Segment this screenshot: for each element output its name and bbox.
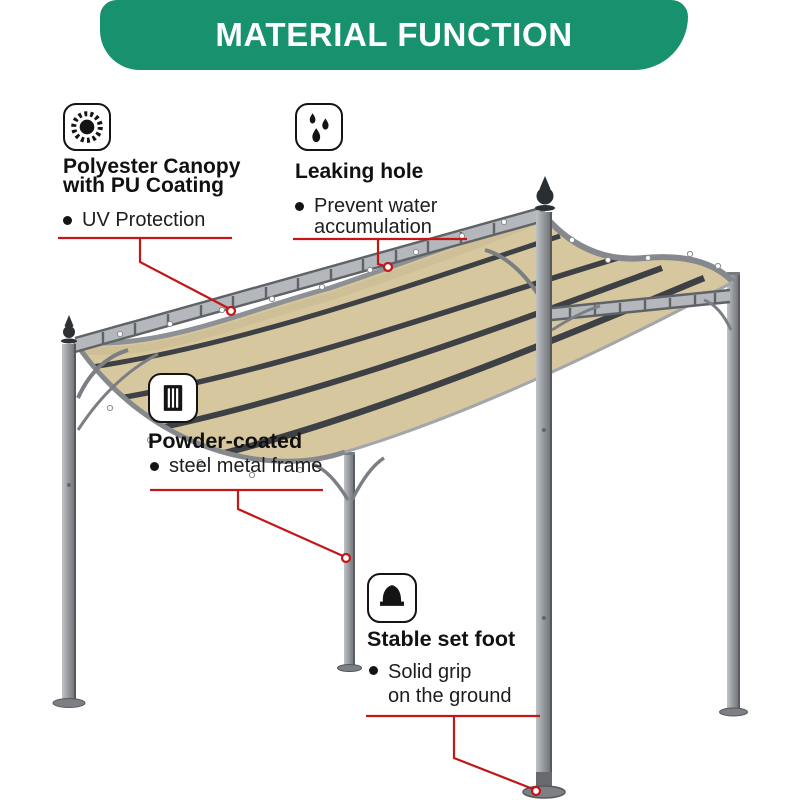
banner-title: MATERIAL FUNCTION xyxy=(215,16,573,53)
canopy-gooseneck-rail xyxy=(537,208,736,285)
annotation-uv-protection xyxy=(58,236,237,317)
coated-panel-icon xyxy=(163,385,183,411)
feature-foot-bullet: Solid grip on the ground xyxy=(369,660,511,708)
feature-canopy-title: Polyester Canopy with PU Coating xyxy=(63,155,241,197)
corner-braces xyxy=(76,248,733,501)
feature-leaking-icon-box xyxy=(295,103,343,151)
bullet-dot xyxy=(150,462,159,471)
feature-foot-icon-box xyxy=(367,573,417,623)
feature-frame-title: Powder-coated xyxy=(148,429,303,453)
finial-front-left xyxy=(61,315,77,344)
feature-foot-title: Stable set foot xyxy=(367,627,516,651)
annotation-frame xyxy=(150,488,352,564)
bullet-dot xyxy=(295,202,304,211)
bullet-dot xyxy=(369,666,378,675)
banner: MATERIAL FUNCTION xyxy=(100,0,688,70)
annotation-leaking-hole xyxy=(293,237,467,273)
feature-frame-bullet: steel metal frame xyxy=(150,456,322,477)
feature-frame-icon-box xyxy=(148,373,198,423)
bullet-dot xyxy=(63,216,72,225)
finial-front-right xyxy=(535,176,555,211)
grommets xyxy=(106,218,722,479)
post-back-right xyxy=(719,272,748,717)
annotation-foot xyxy=(366,714,542,797)
front-beam xyxy=(74,206,541,354)
canopy-left-rail xyxy=(72,340,346,464)
feature-canopy-icon-box xyxy=(63,103,111,151)
sun-icon xyxy=(71,111,103,143)
water-drops-icon xyxy=(309,113,329,143)
feature-leaking-bullet: Prevent water accumulation xyxy=(295,196,437,238)
side-beam xyxy=(551,288,731,322)
feature-leaking-title: Leaking hole xyxy=(295,160,424,183)
post-front-left xyxy=(52,344,86,708)
post-back-left xyxy=(337,452,362,672)
feature-canopy-bullet: UV Protection xyxy=(63,210,205,231)
stable-foot-icon xyxy=(380,585,404,606)
